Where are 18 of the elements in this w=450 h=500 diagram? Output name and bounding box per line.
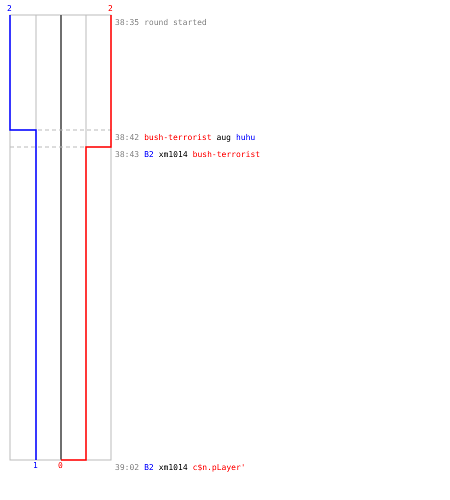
player-name: B2 bbox=[144, 463, 154, 472]
weapon-name: aug bbox=[216, 133, 231, 142]
player-name: huhu bbox=[236, 133, 256, 142]
time-label: 38:42 bbox=[115, 133, 140, 142]
player-name: B2 bbox=[144, 150, 154, 159]
player-name: c$n.pLayer' bbox=[192, 463, 246, 472]
player-name: bush-terrorist bbox=[144, 133, 212, 142]
weapon-name: xm1014 bbox=[158, 463, 188, 472]
event-text: round started bbox=[144, 18, 207, 27]
count-label: 1 bbox=[33, 461, 38, 471]
player-name: bush-terrorist bbox=[192, 150, 260, 159]
count-label: 2 bbox=[108, 4, 113, 14]
time-label: 39:02 bbox=[115, 463, 140, 472]
time-label: 38:35 bbox=[115, 18, 140, 27]
time-label: 38:43 bbox=[115, 150, 140, 159]
count-label: 0 bbox=[58, 461, 63, 471]
weapon-name: xm1014 bbox=[158, 150, 188, 159]
count-label: 2 bbox=[7, 4, 12, 14]
